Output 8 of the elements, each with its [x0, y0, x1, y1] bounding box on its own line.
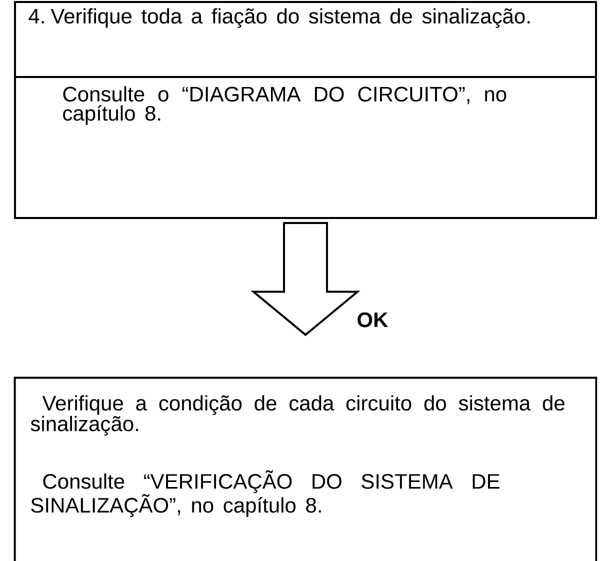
box-text: Verifique a condição de cada circuito do sistema de sinalização. [30, 395, 564, 436]
process-box [14, 1, 597, 219]
process-box [14, 376, 598, 561]
hollow-arrow [250, 222, 360, 336]
box-text: Consulte “VERIFICAÇÃO DO SISTEMA DE SINALIZAÇÃO”, no capítulo 8. [31, 470, 500, 517]
edge-label: OK [358, 312, 388, 328]
box-text: 4. Verifique toda a fiação do sistema de sinalização. [28, 8, 530, 28]
box-text: Consulte o “DIAGRAMA DO CIRCUITO”, no capítulo 8. [63, 86, 506, 125]
